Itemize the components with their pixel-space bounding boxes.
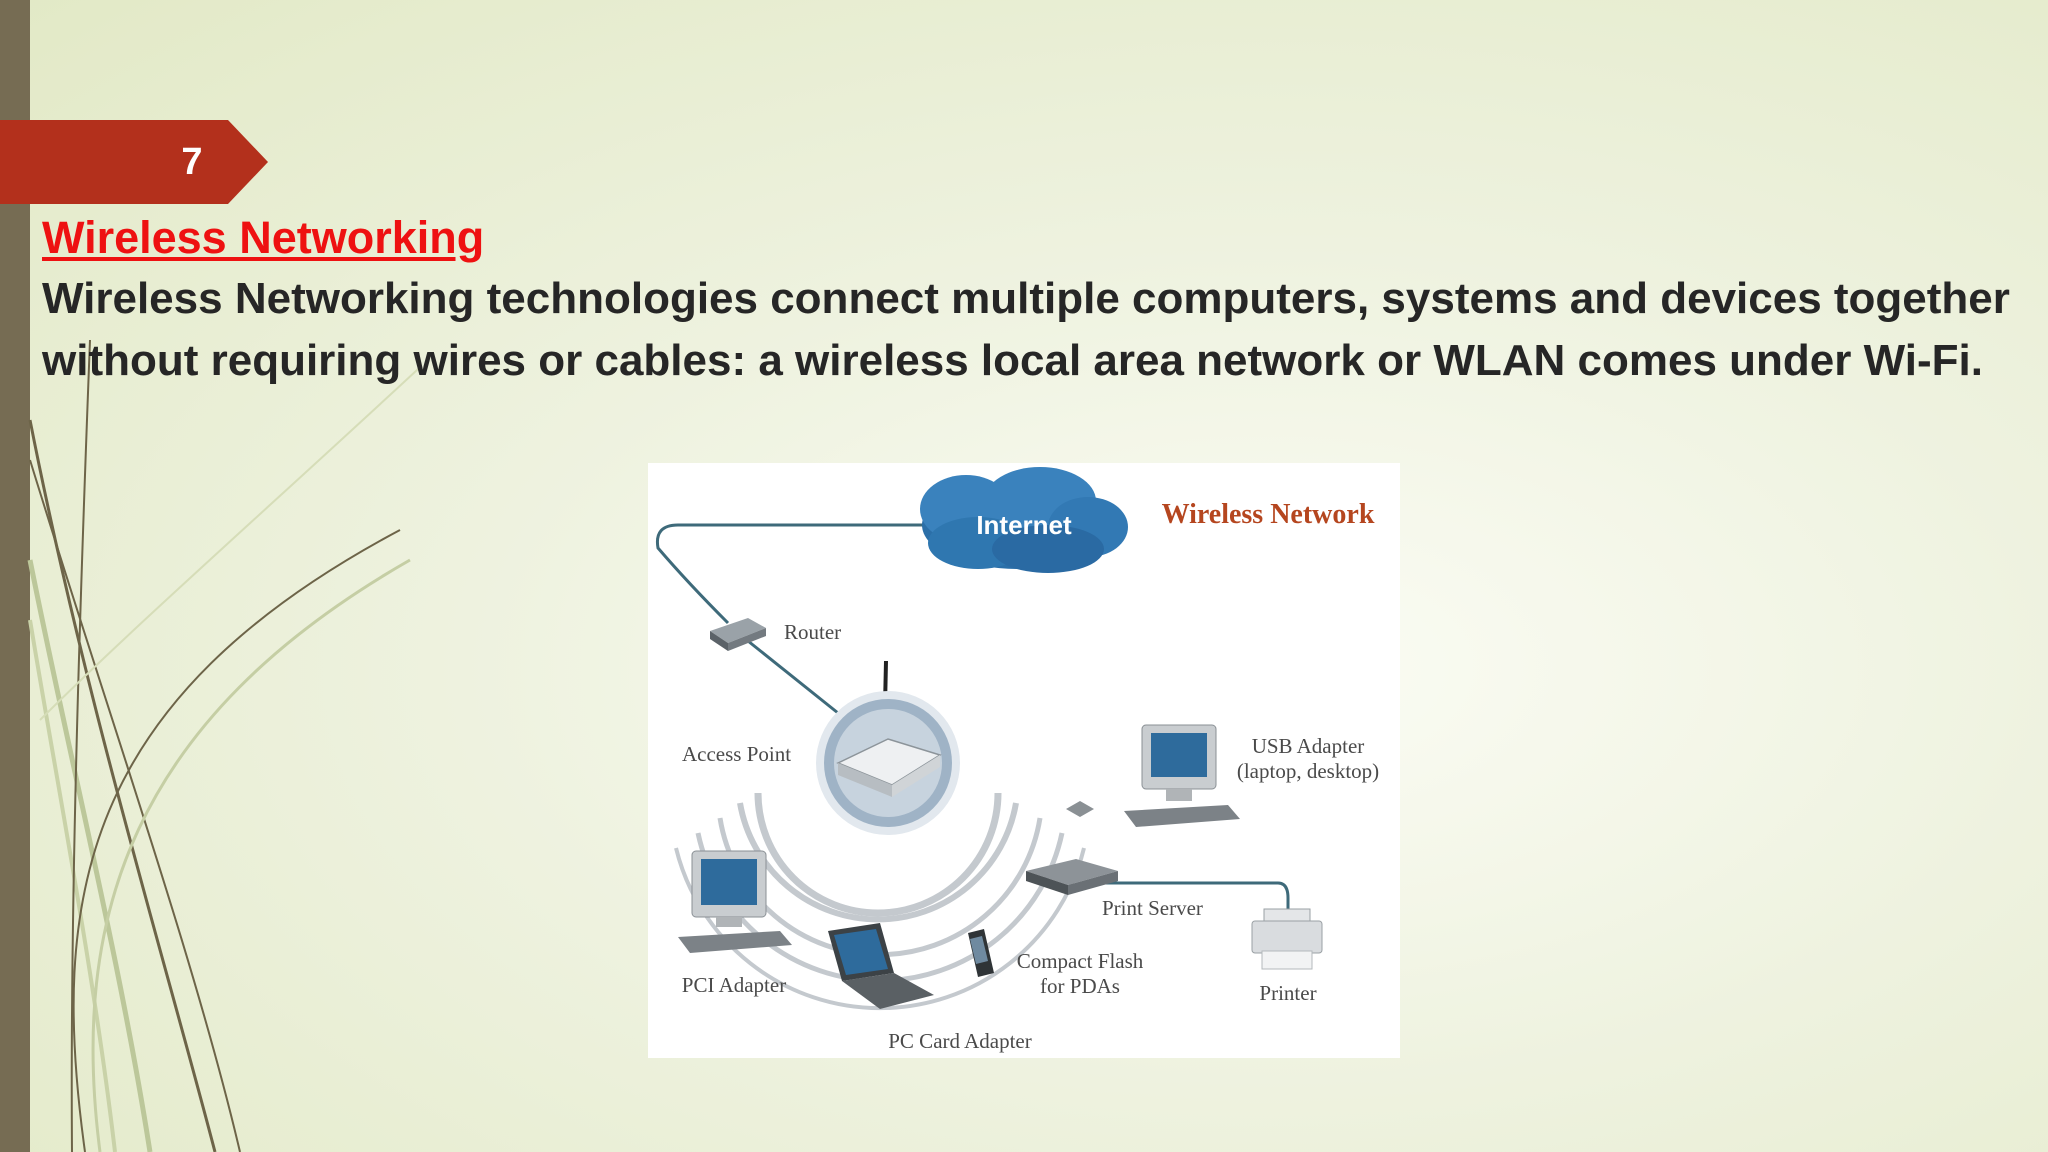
compact-flash-label-line2: for PDAs [1040, 974, 1120, 998]
access-point-icon [816, 660, 960, 835]
wireless-network-diagram: Internet Wireless Network Router Access … [648, 463, 1400, 1058]
internet-router-cable [655, 523, 938, 625]
printserver-printer-cable [1088, 881, 1290, 913]
pci-desktop-icon [678, 850, 792, 953]
access-point-label: Access Point [682, 742, 791, 766]
printer-icon [1251, 908, 1323, 970]
print-server-label: Print Server [1102, 896, 1203, 920]
usb-adapter-label-line2: (laptop, desktop) [1237, 759, 1379, 783]
printer-label: Printer [1259, 981, 1316, 1005]
slide-number: 7 [181, 141, 203, 183]
diagram-heading: Wireless Network [1162, 499, 1375, 530]
print-server-icon [1026, 859, 1118, 895]
slide-number-badge [0, 120, 268, 204]
router-icon [710, 618, 766, 651]
router-label: Router [784, 620, 841, 644]
decorative-curves [27, 339, 420, 1152]
compact-flash-label-line1: Compact Flash [1017, 949, 1144, 973]
pda-icon [968, 929, 994, 977]
usb-desktop-icon [1066, 724, 1240, 827]
internet-cloud-icon [920, 467, 1128, 573]
internet-label: Internet [976, 510, 1072, 540]
slide-title: Wireless Networking [42, 212, 485, 263]
pc-card-adapter-label: PC Card Adapter [888, 1029, 1031, 1053]
usb-adapter-label-line1: USB Adapter [1252, 734, 1365, 758]
router-ap-cable [747, 639, 839, 715]
laptop-icon [828, 923, 934, 1009]
slide-body-text: Wireless Networking technologies connect… [42, 274, 2010, 385]
pci-adapter-label: PCI Adapter [682, 973, 786, 997]
